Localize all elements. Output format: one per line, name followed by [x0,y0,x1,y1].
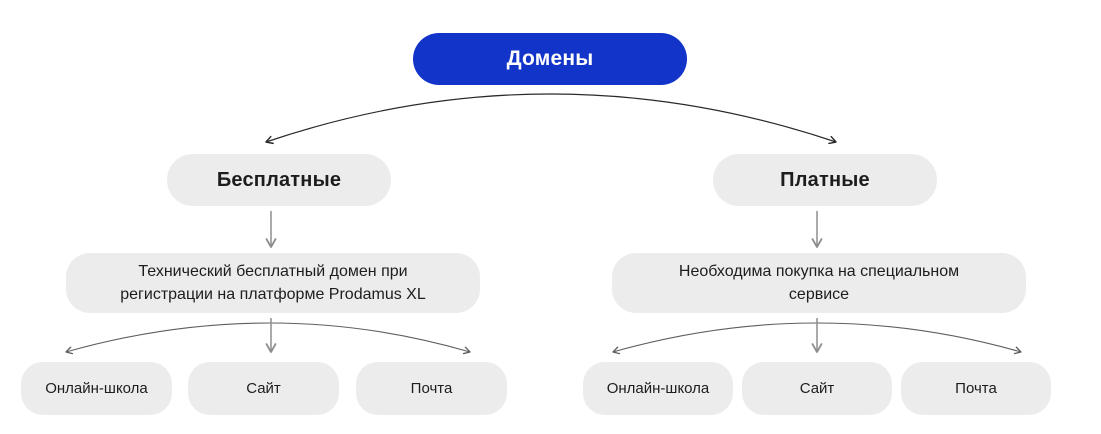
leaf-label: Сайт [246,380,281,397]
leaf-label: Почта [955,380,997,397]
node-leaf-free-mail: Почта [356,362,507,415]
node-root-domains: Домены [413,33,687,85]
node-branch-paid: Платные [713,154,937,206]
leaf-label: Онлайн-школа [606,380,710,397]
node-leaf-paid-site: Сайт [742,362,892,415]
node-desc-free-text: Технический бесплатный домен при регистр… [120,263,426,303]
node-leaf-free-online-school: Онлайн-школа [21,362,172,415]
node-branch-free: Бесплатные [167,154,391,206]
node-desc-paid: Необходима покупка на специальном сервис… [612,253,1026,313]
leaf-label: Почта [410,380,453,397]
node-desc-paid-text: Необходима покупка на специальном сервис… [678,263,960,303]
node-leaf-free-site: Сайт [188,362,339,415]
node-branch-free-label: Бесплатные [216,168,342,191]
leaf-label: Онлайн-школа [45,380,148,397]
node-desc-free: Технический бесплатный домен при регистр… [66,253,480,313]
edge-root-to-branches [265,93,837,145]
node-branch-paid-label: Платные [780,168,870,191]
node-leaf-paid-mail: Почта [901,362,1051,415]
leaf-label: Сайт [799,380,835,397]
node-root-label: Домены [506,47,594,70]
edge-free-fan-arc [65,322,471,355]
node-leaf-paid-online-school: Онлайн-школа [583,362,733,415]
